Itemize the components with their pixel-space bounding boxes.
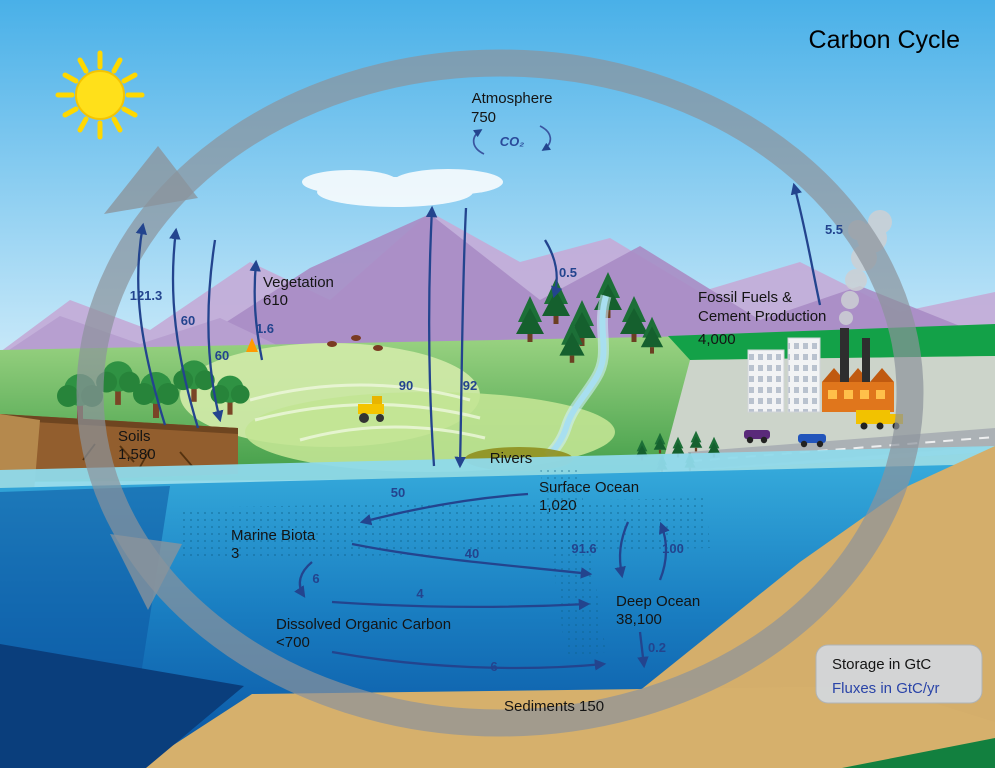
cloud-icon <box>302 169 503 207</box>
arrow-photosynthesis-down <box>207 239 224 423</box>
legend-fluxes: Fluxes in GtC/yr <box>832 680 940 697</box>
flux-arrows <box>135 182 822 671</box>
sun-icon <box>55 50 145 140</box>
label-doc: Dissolved Organic Carbon <box>276 616 451 633</box>
value-soils: 1,580 <box>118 446 156 463</box>
label-deep-ocean: Deep Ocean <box>616 593 700 610</box>
arrow-biota-uptake <box>359 492 529 526</box>
flux-biota-uptake: 50 <box>391 485 405 500</box>
value-atmosphere: 750 <box>471 109 496 126</box>
label-co2: CO₂ <box>500 134 525 149</box>
value-surface-ocean: 1,020 <box>539 497 577 514</box>
arrow-biota-to-doc <box>294 561 313 598</box>
arrow-land-use <box>249 259 264 361</box>
value-doc: <700 <box>276 634 310 651</box>
flux-ocean-to-atmosphere: 90 <box>399 378 413 393</box>
arrow-surface-to-deep <box>614 521 630 579</box>
label-vegetation: Vegetation <box>263 274 334 291</box>
cycle-arrow-icon <box>76 49 924 737</box>
flux-doc-deep-flux: 6 <box>490 659 497 674</box>
label-fossil-fuels-1: Fossil Fuels & <box>698 289 792 306</box>
arrow-ocean-to-atmosphere <box>425 205 438 467</box>
arrow-vegetation-uptake <box>544 239 563 299</box>
flux-soil-respiration: 60 <box>215 348 229 363</box>
arrow-doc-deep-flux <box>331 650 607 671</box>
flux-biota-to-deep: 40 <box>465 546 479 561</box>
label-surface-ocean: Surface Ocean <box>539 479 639 496</box>
label-atmosphere: Atmosphere <box>472 90 553 107</box>
factory-icon <box>747 328 894 413</box>
car-icon <box>744 430 826 448</box>
legend-storage: Storage in GtC <box>832 656 931 673</box>
block-front-face <box>0 644 244 768</box>
arrow-respiration-up <box>135 222 167 426</box>
flux-surface-to-deep: 91.6 <box>571 541 596 556</box>
value-vegetation: 610 <box>263 292 288 309</box>
tractor-icon <box>358 396 384 423</box>
flux-doc-to-deep: 4 <box>416 586 424 601</box>
value-fossil-fuels: 4,000 <box>698 331 736 348</box>
arrow-doc-to-deep <box>331 598 591 611</box>
flux-sedimentation: 0.2 <box>648 640 666 655</box>
flux-plant-respiration: 60 <box>181 313 195 328</box>
block-corner <box>842 738 995 768</box>
label-soils: Soils <box>118 428 151 445</box>
value-deep-ocean: 38,100 <box>616 611 662 628</box>
arrow-deep-to-surface <box>658 521 670 581</box>
arrow-biota-to-deep <box>351 542 593 579</box>
label-fossil-fuels-2: Cement Production <box>698 308 826 325</box>
arrow-atmosphere-to-ocean <box>454 207 468 469</box>
label-sediments: Sediments 150 <box>504 698 604 715</box>
smokestack-icon <box>840 328 849 382</box>
flux-land-use: 1.6 <box>256 321 274 336</box>
arrow-sedimentation <box>637 631 649 669</box>
cow-icon <box>327 335 383 351</box>
label-marine-biota: Marine Biota <box>231 527 316 544</box>
arrow-fossil-emissions <box>790 182 822 306</box>
value-marine-biota: 3 <box>231 545 239 562</box>
flux-vegetation-uptake: 0.5 <box>559 265 577 280</box>
flux-biota-to-doc: 6 <box>312 571 319 586</box>
flame-icon <box>246 338 258 352</box>
arrow-respiration-up2 <box>169 227 200 429</box>
flux-photosynthesis: 121.3 <box>130 288 163 303</box>
label-rivers: Rivers <box>490 450 533 467</box>
legend: Storage in GtC Fluxes in GtC/yr <box>815 644 983 704</box>
flux-fossil-emissions: 5.5 <box>825 222 843 237</box>
flux-atmosphere-to-ocean: 92 <box>463 378 477 393</box>
smokestack-icon <box>862 338 870 382</box>
diagram-title: Carbon Cycle <box>809 26 960 54</box>
flux-deep-to-surface: 100 <box>662 541 684 556</box>
co2-exchange-icon <box>472 125 552 155</box>
